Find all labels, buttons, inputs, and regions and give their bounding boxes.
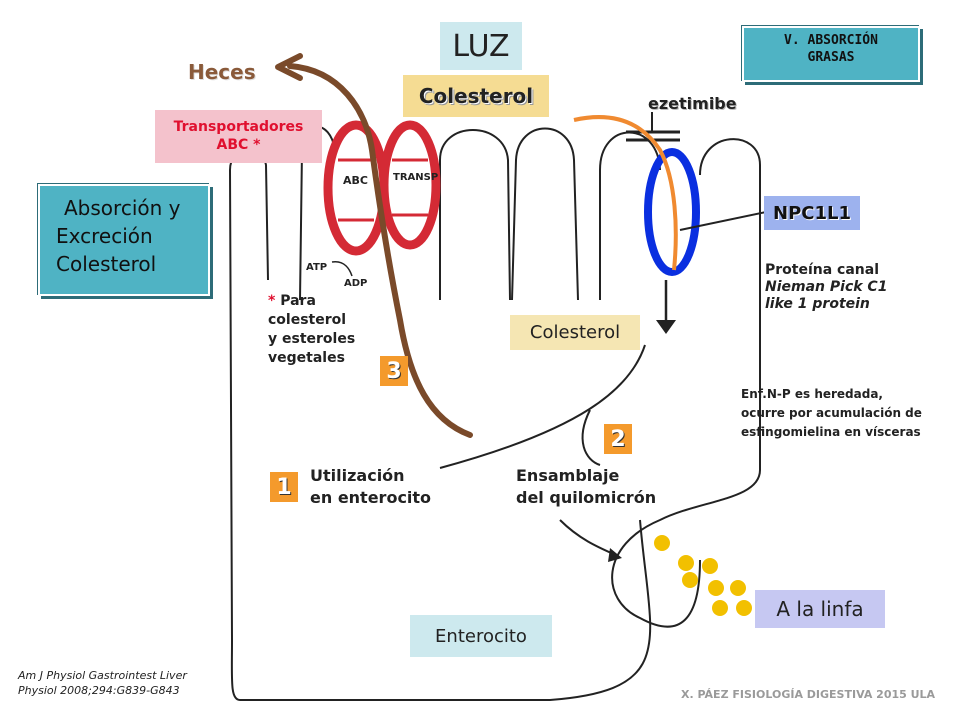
abc-transporter-right xyxy=(379,120,441,250)
assembly-line2: del quilomicrón xyxy=(516,488,657,507)
transp-transporter-label: TRANSP xyxy=(393,172,438,183)
niemann-pick-line1: Enf.N-P es heredada, xyxy=(741,387,883,401)
niemann-pick-line3: esfingomielina en vísceras xyxy=(741,425,921,439)
chylomicron xyxy=(712,600,728,616)
chylomicron xyxy=(678,555,694,571)
absorption-line3: Colesterol xyxy=(56,252,157,276)
protein-line1: Proteína canal xyxy=(765,262,880,278)
branch-line-utilizacion xyxy=(439,344,646,469)
branch-line-ensamblaje xyxy=(581,409,601,466)
lumen-label: LUZ xyxy=(440,22,522,70)
chylomicron xyxy=(654,535,670,551)
note-line2: colesterol xyxy=(268,312,347,328)
absorption-line2: Excreción xyxy=(56,224,153,248)
section-title-line1: V. ABSORCIÓN xyxy=(784,33,878,48)
protein-line3: like 1 protein xyxy=(765,296,870,312)
section-title-box: V. ABSORCIÓN GRASAS xyxy=(742,26,920,82)
protein-line2: Nieman Pick C1 xyxy=(765,279,888,295)
reference-citation: Am J Physiol Gastrointest Liver Physiol … xyxy=(18,668,187,698)
cholesterol-lumen-label: Colesterol xyxy=(403,75,549,117)
note-line1: Para xyxy=(280,293,316,309)
reference-line1: Am J Physiol Gastrointest Liver xyxy=(18,669,187,682)
section-title-line2: GRASAS xyxy=(807,50,855,65)
chylomicron xyxy=(708,580,724,596)
abc-transporters-line1: Transportadores xyxy=(173,119,304,135)
enterocyte-label: Enterocito xyxy=(410,615,552,657)
chylomicron xyxy=(736,600,752,616)
assembly-line1: Ensamblaje xyxy=(516,466,620,485)
abc-transporters-box: Transportadores ABC * xyxy=(155,110,322,163)
utilization-label: Utilización en enterocito xyxy=(310,465,431,509)
atp-label: ATP xyxy=(306,262,327,273)
chylomicron xyxy=(682,572,698,588)
sterols-note: * Para colesterol y esteroles vegetales xyxy=(268,292,355,368)
author-credit: X. PÁEZ FISIOLOGÍA DIGESTIVA 2015 ULA xyxy=(681,688,936,701)
ezetimibe-label: ezetimibe xyxy=(648,94,737,113)
note-line3: y esteroles xyxy=(268,331,356,347)
adp-label: ADP xyxy=(344,278,367,289)
protein-description: Proteína canal Nieman Pick C1 like 1 pro… xyxy=(765,262,887,313)
lymph-label: A la linfa xyxy=(755,590,885,628)
cholesterol-uptake-path xyxy=(573,115,678,271)
note-line4: vegetales xyxy=(268,350,345,366)
npc1l1-channel xyxy=(644,148,700,276)
chylomicron xyxy=(702,558,718,574)
utilization-line2: en enterocito xyxy=(310,488,432,507)
npc1l1-label: NPC1L1 xyxy=(764,196,860,230)
feces-label: Heces xyxy=(188,60,256,84)
step-3-badge: 3 xyxy=(380,356,408,386)
chylomicron-cluster xyxy=(654,535,752,616)
cholesterol-intracellular-label: Colesterol xyxy=(510,315,640,350)
assembly-label: Ensamblaje del quilomicrón xyxy=(516,465,656,509)
note-asterisk: * xyxy=(268,293,276,309)
chylomicron-arrowhead xyxy=(608,548,622,562)
atp-adp-arrow xyxy=(331,261,353,277)
abc-transporters-line2: ABC * xyxy=(216,137,261,153)
excretion-arrow xyxy=(287,63,473,438)
uptake-down-arrowhead xyxy=(656,320,676,334)
absorption-line1: Absorción y xyxy=(64,196,181,220)
niemann-pick-note: Enf.N-P es heredada, ocurre por acumulac… xyxy=(741,385,922,442)
excretion-arrow-head xyxy=(275,53,303,81)
abc-transporter-label: ABC xyxy=(343,174,368,187)
chylomicron-arrow xyxy=(559,519,619,557)
absorption-excretion-box: Absorción y Excreción Colesterol xyxy=(38,184,210,296)
step-2-badge: 2 xyxy=(604,424,632,454)
enterocyte-membrane xyxy=(228,125,761,701)
chylomicron xyxy=(730,580,746,596)
reference-line2: Physiol 2008;294:G839-G843 xyxy=(18,684,180,697)
utilization-line1: Utilización xyxy=(310,466,405,485)
step-1-badge: 1 xyxy=(270,472,298,502)
npc1l1-pointer-line xyxy=(679,211,767,231)
niemann-pick-line2: ocurre por acumulación de xyxy=(741,406,922,420)
